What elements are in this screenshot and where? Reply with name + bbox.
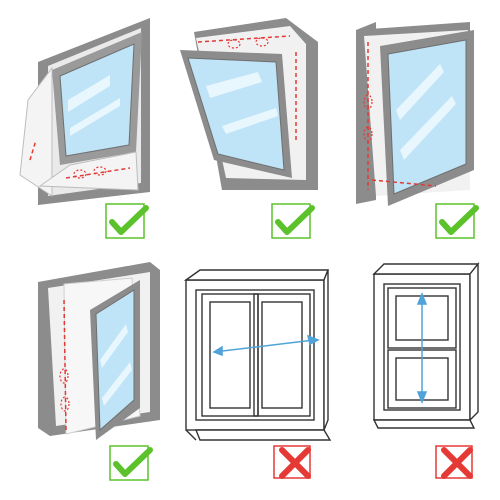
left-pane	[209, 301, 251, 409]
zipper-pull	[93, 166, 107, 176]
window-sill	[194, 429, 332, 441]
seal-fabric	[19, 66, 53, 197]
zipper-pull	[363, 126, 373, 142]
glass-shine	[206, 72, 262, 98]
glass-shine	[396, 64, 444, 120]
seal-zipper-line	[63, 299, 67, 431]
window-frame-side	[323, 269, 329, 431]
cross-icon	[435, 445, 473, 479]
checkmark-icon	[109, 445, 153, 481]
slide-direction-arrow	[212, 334, 320, 357]
zipper-pull	[73, 169, 87, 179]
sliding-window	[183, 269, 332, 479]
bottom-hung-window	[180, 18, 318, 239]
seal-zipper-line	[367, 42, 437, 190]
cross-icon	[273, 445, 311, 479]
window-frame-side	[469, 262, 479, 422]
top-hung-window	[19, 18, 150, 239]
checkmark-icon	[435, 203, 479, 239]
glass-shine	[68, 75, 110, 112]
glass-shine	[100, 324, 128, 368]
zipper-pull	[60, 396, 70, 412]
zipper-pull	[255, 37, 269, 47]
sill-edge	[185, 429, 197, 441]
zipper-pull	[363, 94, 373, 110]
seal-zipper-line	[197, 35, 297, 140]
double-hung-window	[372, 262, 480, 479]
side-hung-window-right	[356, 22, 479, 239]
window-frame-top	[372, 263, 480, 275]
seal-zipper-line	[29, 139, 131, 179]
zipper-pull	[59, 368, 69, 384]
window-opening	[383, 283, 461, 411]
window-frame-top	[183, 269, 330, 281]
slide-direction-arrow	[416, 291, 428, 405]
checkmark-icon	[105, 203, 149, 239]
glass-shine	[70, 98, 120, 136]
zipper-pull	[227, 39, 241, 49]
window-opening	[195, 289, 315, 421]
glass-shine	[222, 108, 278, 134]
glass-shine	[102, 362, 132, 406]
window-sill	[372, 419, 476, 429]
glass-shine	[400, 96, 456, 160]
window-frame	[185, 279, 325, 431]
checkmark-icon	[271, 203, 315, 239]
right-sash	[253, 293, 311, 417]
seal-fabric	[38, 151, 139, 191]
right-pane	[261, 301, 303, 409]
side-hung-window-left	[38, 262, 160, 481]
